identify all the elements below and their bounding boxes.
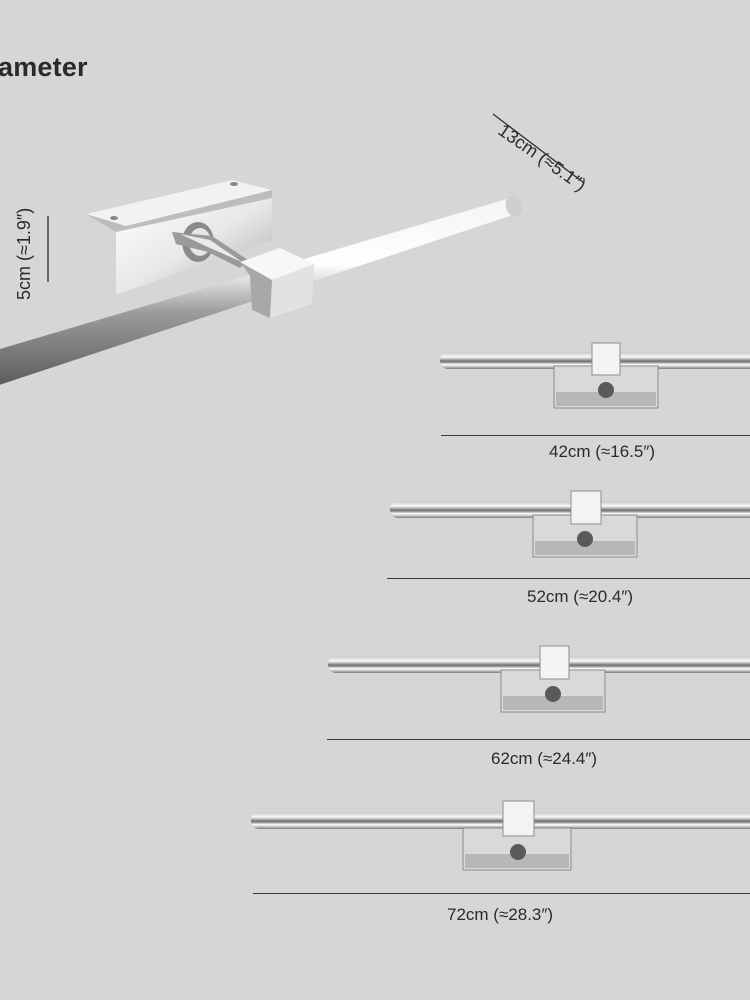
lamp-variant-72 — [251, 800, 750, 871]
lamp-variant-62 — [328, 645, 750, 713]
lamp-variant-42 — [440, 342, 750, 409]
size-line-52 — [387, 578, 750, 579]
clamp-block — [240, 248, 314, 318]
page-title: ameter — [0, 52, 88, 82]
size-line-42 — [441, 435, 750, 436]
lamp-variant-52 — [390, 490, 750, 558]
size-line-72 — [253, 893, 750, 894]
size-label-42: 42cm (≈16.5″) — [549, 442, 656, 461]
size-label-62: 62cm (≈24.4″) — [491, 749, 598, 768]
size-line-62 — [327, 739, 750, 740]
size-label-72: 72cm (≈28.3″) — [447, 905, 554, 924]
size-label-52: 52cm (≈20.4″) — [527, 587, 634, 606]
